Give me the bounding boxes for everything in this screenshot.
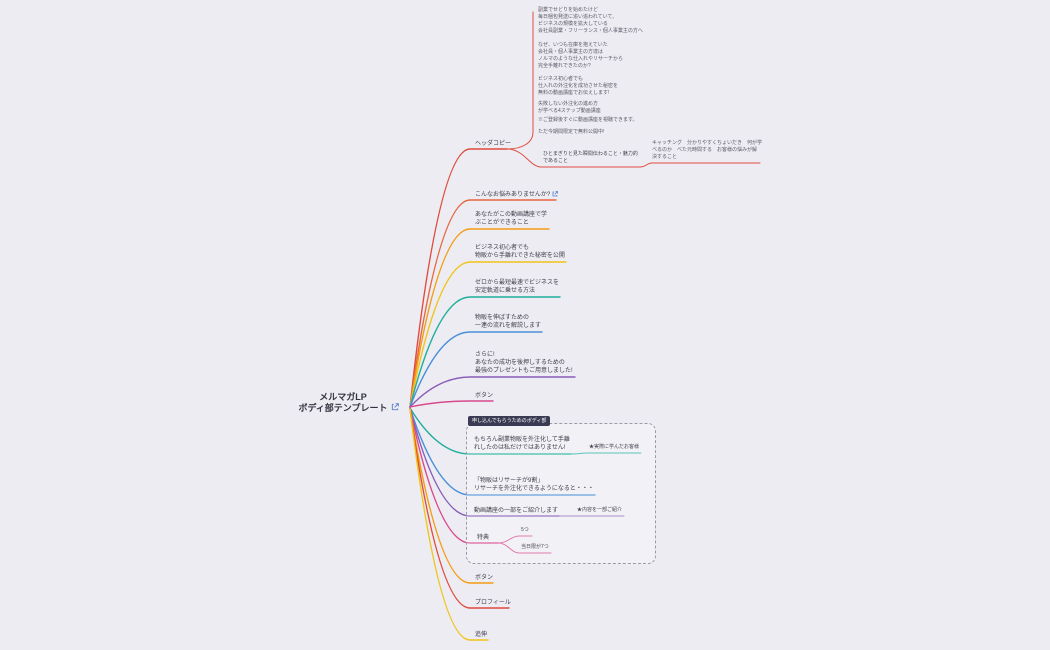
note-header-limited[interactable]: ただ今期間限定で無料公開中! — [538, 129, 605, 135]
topic-postscript[interactable]: 追伸 — [475, 632, 488, 638]
note-header-course[interactable]: 失敗しない外注化の進め方 が学べる4ステップ動画講座 — [538, 101, 601, 114]
root-topic[interactable]: メルマガLP ボディ部テンプレート — [298, 392, 388, 413]
root-external-link-icon[interactable] — [391, 398, 399, 416]
branch-button2 — [409, 408, 494, 584]
topic-intro-note[interactable]: ★内容を一部ご紹介 — [577, 507, 623, 513]
topic-learn[interactable]: あなたがこの動画講座で学 ぶことができること — [475, 212, 548, 226]
topic-profile[interactable]: プロフィール — [475, 600, 511, 606]
branch-zero — [409, 296, 561, 408]
topic-onayami[interactable]: こんなお悩みありませんか? — [475, 191, 559, 200]
branch-header-copy — [409, 148, 508, 408]
branch-bonus-count — [497, 535, 533, 544]
branch-bonus-extra — [497, 542, 552, 554]
branch-customers-note — [570, 452, 642, 455]
topic-research[interactable]: 「物販はリサーチが9割」 リサーチを外注化できるようになると・・・ — [474, 478, 594, 492]
group-boundary-body-section[interactable] — [466, 423, 656, 564]
branch-research — [409, 407, 596, 496]
branch-header-catch — [506, 148, 641, 168]
topic-header-copy[interactable]: ヘッダコピー — [475, 141, 512, 147]
topic-flow[interactable]: 物販を伸ばすための 一連の流れを解説します — [475, 315, 542, 329]
topic-zero[interactable]: ゼロから最短最速でビジネスを 安定軌道に乗せる方法 — [475, 280, 560, 294]
branch-beginner — [409, 261, 567, 408]
topic-bonus-count[interactable]: 5つ — [521, 527, 529, 533]
note-header-catch-detail[interactable]: キャッチング 分かりやすくちょいだき 何が学 べるのか べた元時間する お客様の… — [652, 140, 763, 160]
topic-bonus[interactable]: 特典 — [477, 535, 490, 541]
topic-onayami-label: こんなお悩みありませんか? — [475, 192, 551, 198]
branch-button1 — [409, 400, 494, 408]
note-header-why[interactable]: なぜ、いつも在庫を抱えていた 会社員・個人事業主の方達は ノルマのような仕入れや… — [538, 42, 624, 69]
topic-button2[interactable]: ボタン — [475, 575, 494, 581]
branch-profile — [409, 408, 510, 609]
branch-learn — [409, 228, 550, 408]
branch-flow — [409, 331, 543, 408]
topic-intro[interactable]: 動画講座の一部をご紹介します — [474, 508, 559, 514]
topic-customers-note[interactable]: ★実際に学んだお客様 — [589, 444, 640, 450]
note-header-register[interactable]: ※ご登録後すぐに動画講座を視聴できます。 — [538, 117, 638, 123]
branch-header-catch-detail — [639, 162, 761, 168]
branch-header-notes-spine — [506, 11, 534, 150]
branch-onayami — [409, 199, 557, 408]
topic-header-catch[interactable]: ひとまぎりと見た瞬間伝わること・魅力的 であること — [543, 151, 638, 164]
note-header-audience[interactable]: 副業でせどりを始めたけど 毎日梱包発送に追い追われていて、 ビジネスの規模を拡大… — [538, 7, 643, 34]
topic-customers[interactable]: もちろん副業物販を外注化して手離 れしたのは私だけではありません! — [474, 437, 570, 451]
onayami-external-link-icon[interactable] — [552, 191, 559, 200]
branch-postscript — [409, 408, 489, 641]
group-title-badge[interactable]: 申し込んでもらうためのボディ部 — [468, 416, 551, 426]
topic-beginner[interactable]: ビジネス初心者でも 物販から手離れできた秘密を公開 — [475, 245, 565, 259]
branch-customers — [409, 407, 572, 455]
topic-present[interactable]: さらに! あなたの成功を後押しするための 最強のプレゼントもご用意しました! — [475, 352, 573, 374]
note-header-secret[interactable]: ビジネス初心者でも 仕入れの外注化を成功させた秘密を 無料の動画講座でお伝えしま… — [538, 76, 619, 96]
branch-present — [409, 376, 576, 408]
topic-bonus-extra[interactable]: 当日限が7つ — [521, 544, 549, 550]
topic-button1[interactable]: ボタン — [475, 393, 494, 399]
